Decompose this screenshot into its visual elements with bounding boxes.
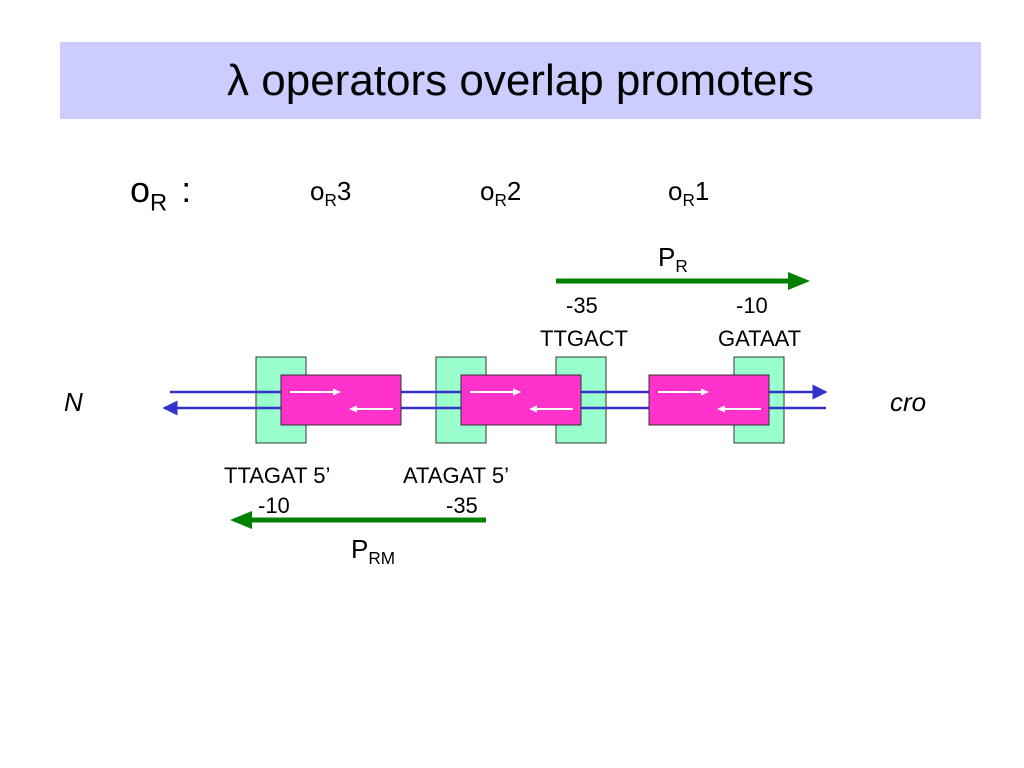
or1-forward-arrowhead	[701, 388, 709, 396]
or1-prefix: o	[668, 176, 683, 206]
operator-region-colon: :	[181, 169, 192, 210]
or1-number: 1	[694, 176, 710, 206]
prm-subscript: RM	[368, 548, 396, 568]
slide-title: λ operators overlap promoters	[227, 55, 814, 105]
or2-forward-arrowhead	[513, 388, 521, 396]
operator-box-or1	[648, 374, 770, 426]
or2-number: 2	[506, 176, 522, 206]
or2-subscript: R	[494, 190, 507, 210]
operator-label-or3: oR3	[310, 176, 352, 209]
operator-box-or2	[460, 374, 582, 426]
pr-prefix: P	[658, 242, 676, 272]
lambda-symbol: λ	[227, 55, 250, 105]
prm-prefix: P	[351, 534, 369, 564]
pr-minus10-position: -10	[736, 293, 768, 318]
title-text: operators overlap promoters	[261, 55, 814, 105]
pr-promoter-label: PR	[658, 242, 688, 275]
prm-promoter-label: PRM	[351, 534, 395, 567]
operator-label-or1: oR1	[668, 176, 710, 209]
or1-subscript: R	[682, 190, 695, 210]
prm-minus35-sequence: ATAGAT 5’	[403, 463, 509, 488]
pr-minus10-sequence: GATAAT	[718, 326, 802, 351]
pr-arrowhead	[788, 272, 810, 290]
prm-minus10-position: -10	[258, 493, 290, 518]
or3-forward-arrowhead	[333, 388, 341, 396]
left-gene-label: N	[64, 387, 83, 417]
prm-arrowhead	[230, 511, 252, 529]
or3-prefix: o	[310, 176, 325, 206]
operator-region-label: oR :	[130, 169, 192, 215]
or3-reverse-arrowhead	[349, 405, 357, 413]
pr-minus35-position: -35	[566, 293, 598, 318]
or1-reverse-arrowhead	[717, 405, 725, 413]
operator-region-prefix: o	[130, 169, 151, 210]
right-gene-label: cro	[890, 387, 927, 417]
pr-minus35-sequence: TTGACT	[540, 326, 628, 351]
operator-box-or3	[280, 374, 402, 426]
or2-prefix: o	[480, 176, 495, 206]
or2-reverse-arrowhead	[529, 405, 537, 413]
prm-minus35-position: -35	[446, 493, 478, 518]
operator-region-subscript: R	[150, 189, 168, 217]
operator-label-or2: oR2	[480, 176, 522, 209]
title-bar: λ operators overlap promoters	[60, 42, 981, 119]
pr-subscript: R	[675, 256, 688, 276]
or3-number: 3	[336, 176, 352, 206]
or3-subscript: R	[324, 190, 337, 210]
prm-minus10-sequence: TTAGAT 5’	[224, 463, 331, 488]
